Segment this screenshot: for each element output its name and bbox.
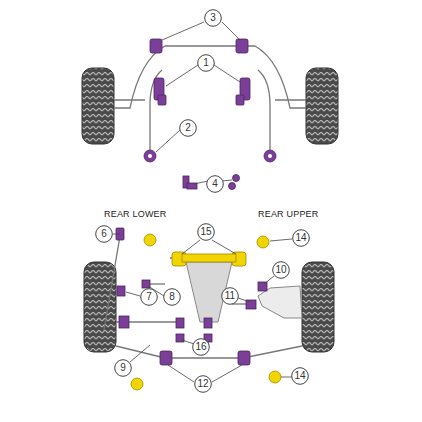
callout-circle: 7: [140, 288, 158, 306]
bush: [116, 228, 267, 365]
callout-circle: 14: [292, 229, 310, 247]
callout-number: 14: [291, 367, 309, 385]
bush-core: [148, 154, 272, 158]
callout-circle: 11: [221, 287, 239, 305]
callout-number: 9: [114, 359, 132, 377]
callout-circle: 8: [163, 288, 181, 306]
callout-circle: 6: [95, 225, 113, 243]
callout-number: 8: [163, 288, 181, 306]
section-label: REAR LOWER: [104, 209, 167, 219]
callout-circle: 12: [194, 375, 212, 393]
callout-number: 11: [221, 287, 239, 305]
chassis-line: [104, 236, 302, 358]
callout-circle: 9: [114, 359, 132, 377]
callout-number: 2: [179, 119, 197, 137]
callout-circle: 15: [197, 223, 215, 241]
chassis-line: [114, 46, 306, 150]
callout-number: 7: [140, 288, 158, 306]
callout-circle: 4: [206, 175, 224, 193]
callout-circle: 16: [192, 338, 210, 356]
callout-circle: 2: [179, 119, 197, 137]
callout-circle: 3: [204, 9, 222, 27]
callout-number: 10: [272, 261, 290, 279]
callout-number: 14: [292, 229, 310, 247]
callout-number: 16: [192, 338, 210, 356]
callout-circle: 14: [291, 367, 309, 385]
callout-number: 15: [197, 223, 215, 241]
yellow-bush: [131, 234, 281, 390]
section-label: REAR UPPER: [258, 209, 319, 219]
callout-number: 4: [206, 175, 224, 193]
callout-number: 3: [204, 9, 222, 27]
leader-line: [113, 22, 292, 382]
callout-number: 1: [197, 54, 215, 72]
tyre: [82, 68, 338, 352]
bush: [144, 39, 276, 190]
callout-circle: 1: [197, 54, 215, 72]
callout-circle: 10: [272, 261, 290, 279]
callout-number: 6: [95, 225, 113, 243]
callout-number: 12: [194, 375, 212, 393]
